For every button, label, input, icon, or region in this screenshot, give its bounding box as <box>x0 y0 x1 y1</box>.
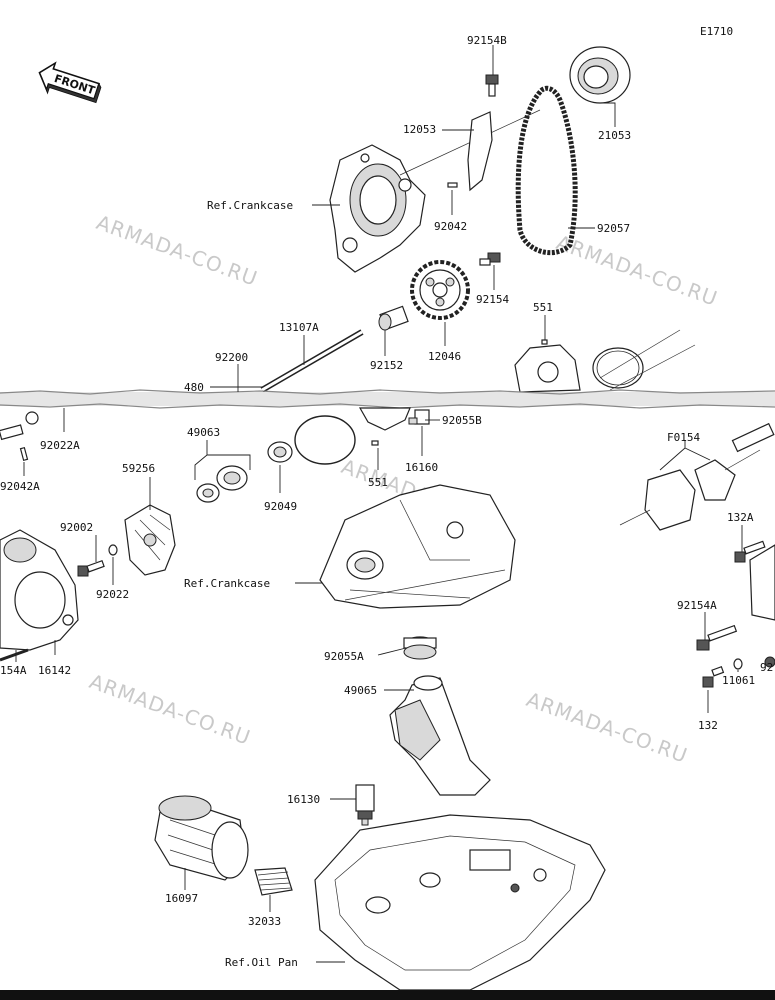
label-12053: 12053 <box>403 123 436 136</box>
pin-551-mid <box>371 440 379 446</box>
label-32033: 32033 <box>248 915 281 928</box>
shaft-left <box>0 411 39 441</box>
collar-92152 <box>378 305 409 331</box>
chain-guide-12053 <box>467 111 493 192</box>
seal-49063 <box>196 465 248 503</box>
label-132: 132 <box>698 719 718 732</box>
seal-92055A <box>403 636 437 660</box>
pin-92042 <box>447 182 458 188</box>
page-code: E1710 <box>700 25 733 38</box>
label-16130: 16130 <box>287 793 320 806</box>
label-16097: 16097 <box>165 892 198 905</box>
label-480: 480 <box>184 381 204 394</box>
strainer-49065 <box>389 675 491 796</box>
fitting-16160 <box>408 409 430 425</box>
label-12046: 12046 <box>428 350 461 363</box>
watermark: ARMADA-CO.RU <box>86 669 254 750</box>
label-92154: 92154 <box>476 293 509 306</box>
label-ref-crankcase-mid: Ref.Crankcase <box>184 577 270 590</box>
washer-11061 <box>733 658 743 670</box>
label-92154A: 92154A <box>677 599 717 612</box>
bolt-132A <box>734 540 766 563</box>
label-11061: 11061 <box>722 674 755 687</box>
pump-body-top <box>514 344 581 393</box>
label-59256: 59256 <box>122 462 155 475</box>
label-ref-oil-pan: Ref.Oil Pan <box>225 956 298 969</box>
bolt-92154B <box>485 74 499 97</box>
sprocket-21053 <box>569 46 631 104</box>
washer-92022 <box>108 544 118 556</box>
oil-filter-16097 <box>154 795 249 881</box>
label-92055A: 92055A <box>324 650 364 663</box>
label-132A: 132A <box>727 511 754 524</box>
label-92057: 92057 <box>597 222 630 235</box>
label-16160: 16160 <box>405 461 438 474</box>
chain-92057 <box>515 85 578 256</box>
bottom-border <box>0 990 775 1000</box>
label-92022A: 92022A <box>40 439 80 452</box>
shaft-13107A <box>260 329 364 393</box>
label-92049: 92049 <box>264 500 297 513</box>
bolt-132 <box>702 665 725 688</box>
crankcase-mid <box>319 484 516 609</box>
front-arrow-icon: FRONT <box>38 61 102 104</box>
pump-cover-mid <box>358 407 411 431</box>
label-154A: 154A <box>0 664 27 677</box>
oil-pan <box>314 814 606 991</box>
label-13107A: 13107A <box>279 321 319 334</box>
label-92042A: 92042A <box>0 480 40 493</box>
sprocket-12046 <box>410 260 470 320</box>
switch-16130 <box>355 784 375 826</box>
label-21053: 21053 <box>598 129 631 142</box>
label-92002: 92002 <box>60 521 93 534</box>
label-16142: 16142 <box>38 664 71 677</box>
o-ring-top <box>592 347 644 389</box>
label-92022: 92022 <box>96 588 129 601</box>
label-49063: 49063 <box>187 426 220 439</box>
label-551-top: 551 <box>533 301 553 314</box>
coupling-F0154 <box>619 422 775 531</box>
bolt-92154 <box>479 252 501 266</box>
watermark: ARMADA-CO.RU <box>553 230 721 311</box>
label-F0154: F0154 <box>667 431 700 444</box>
pump-housing-right <box>749 544 775 621</box>
pin-92042A <box>19 446 29 462</box>
label-551-mid: 551 <box>368 476 388 489</box>
crankcase-cover-top <box>329 144 426 273</box>
label-ref-crankcase-top: Ref.Crankcase <box>207 199 293 212</box>
cut-band <box>0 389 775 409</box>
seal-92049 <box>267 441 293 463</box>
screen-32033 <box>254 867 293 896</box>
impeller-59256 <box>124 504 176 576</box>
bolt-92154A <box>696 624 738 651</box>
label-92200: 92200 <box>215 351 248 364</box>
label-92154B: 92154B <box>467 34 507 47</box>
watermark: ARMADA-CO.RU <box>93 210 261 291</box>
label-92042: 92042 <box>434 220 467 233</box>
watermark: ARMADA-CO.RU <box>523 687 691 768</box>
o-ring-mid <box>294 415 356 465</box>
label-92-cut: 92 <box>760 661 773 674</box>
label-92055B: 92055B <box>442 414 482 427</box>
label-49065: 49065 <box>344 684 377 697</box>
label-92152: 92152 <box>370 359 403 372</box>
bolt-92002 <box>77 559 105 577</box>
pump-housing-16142 <box>0 529 79 651</box>
